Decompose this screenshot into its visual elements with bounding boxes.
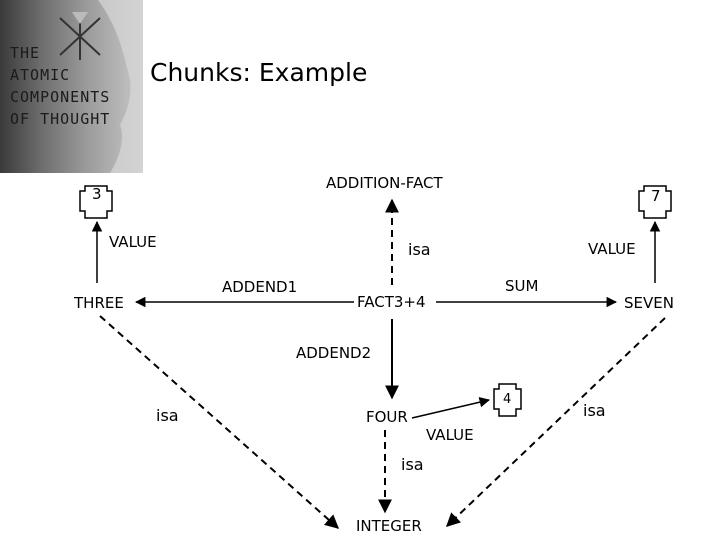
link-addend2: ADDEND2 — [296, 344, 372, 362]
node-four: FOUR — [366, 408, 408, 426]
link-isa-three: isa — [156, 406, 179, 425]
link-value-four: VALUE — [426, 426, 474, 444]
link-sum: SUM — [505, 277, 539, 295]
value-seven: 7 — [651, 187, 661, 205]
isa-arrow-seven — [445, 317, 666, 527]
link-isa-seven: isa — [583, 401, 606, 420]
value-box-seven — [638, 185, 672, 219]
value-four: 4 — [503, 392, 512, 407]
value-box-three — [79, 185, 113, 219]
logo-line: THE — [10, 44, 41, 62]
node-integer: INTEGER — [356, 517, 422, 535]
link-value-seven: VALUE — [588, 240, 636, 258]
logo-line: COMPONENTS — [10, 88, 111, 106]
node-fact: FACT3+4 — [357, 293, 426, 311]
link-isa-four: isa — [401, 455, 424, 474]
value-box-four — [493, 383, 522, 417]
link-isa-fact: isa — [408, 240, 431, 259]
value-three: 3 — [92, 185, 102, 203]
logo-line: OF THOUGHT — [10, 110, 111, 128]
link-value-three: VALUE — [109, 233, 157, 251]
logo-line: ATOMIC — [10, 66, 71, 84]
link-addend1: ADDEND1 — [222, 278, 298, 296]
isa-arrow-three — [99, 315, 340, 529]
logo-text: THE ATOMIC COMPONENTS OF THOUGHT — [10, 42, 110, 130]
slide-title: Chunks: Example — [150, 58, 368, 87]
logo-figure — [59, 0, 143, 173]
value-arrow-four — [411, 397, 491, 419]
node-three: THREE — [74, 294, 124, 312]
logo-image: THE ATOMIC COMPONENTS OF THOUGHT — [0, 0, 143, 173]
node-seven: SEVEN — [624, 294, 674, 312]
node-addition-fact: ADDITION-FACT — [326, 174, 443, 192]
